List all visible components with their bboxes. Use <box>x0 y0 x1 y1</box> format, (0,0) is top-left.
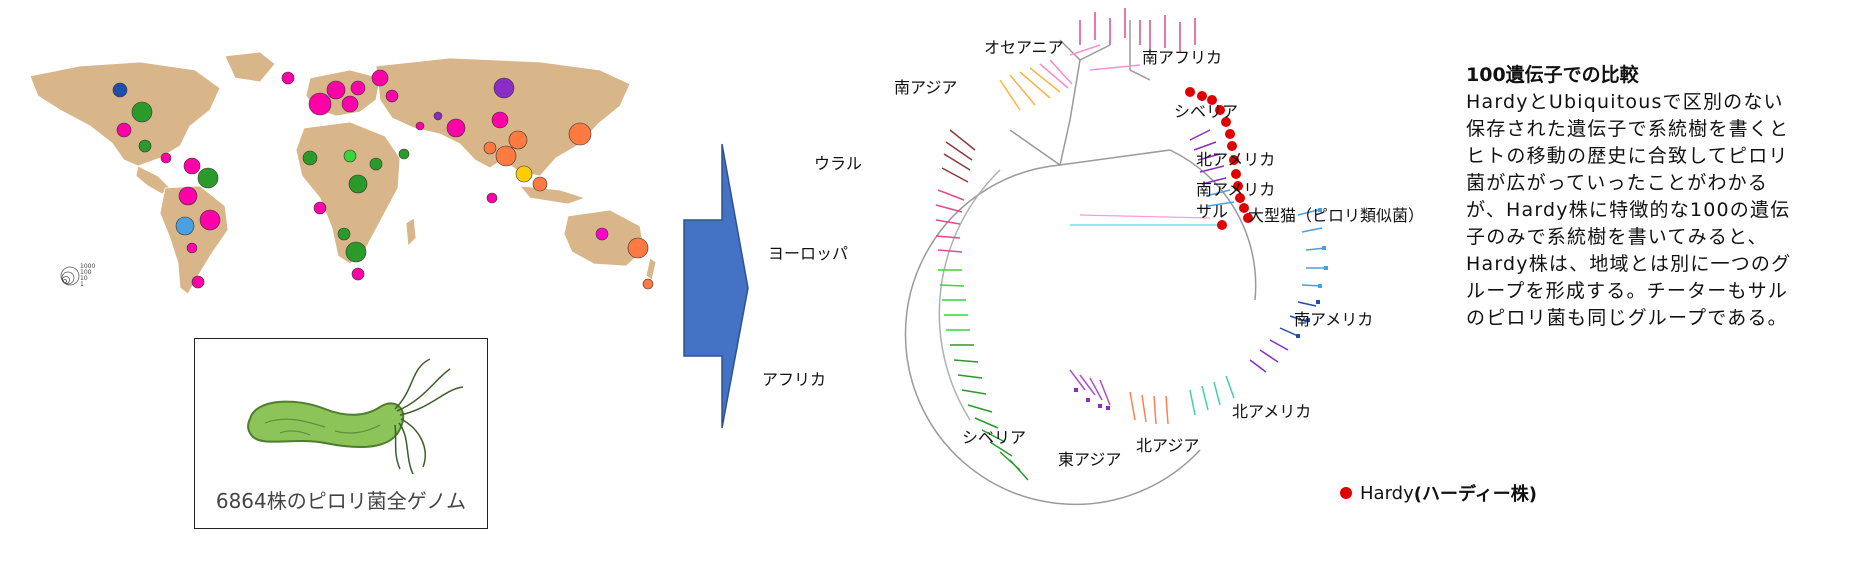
size-legend <box>60 266 80 286</box>
label-east-asia: 東アジア <box>1058 450 1122 469</box>
size-legend-label: 100 <box>80 269 92 276</box>
label-south-america-mid: 南アメリカ <box>1196 180 1276 199</box>
right-arrow-icon <box>683 143 749 429</box>
size-legend-label: 10 <box>80 275 88 282</box>
world-map: 1000 100 10 1 <box>29 51 657 295</box>
label-oceania: オセアニア <box>984 38 1064 57</box>
label-siberia-bottom: シベリア <box>962 428 1027 447</box>
description-title: 100遺伝子での比較 <box>1466 64 1639 86</box>
pie-markers <box>112 69 654 290</box>
label-north-asia: 北アジア <box>1136 436 1200 455</box>
label-big-cat: 大型猫（ピロリ類似菌） <box>1248 206 1425 225</box>
bacterium-caption: 6864株のピロリ菌全ゲノム <box>215 489 467 513</box>
h-pylori-illustration <box>247 358 464 475</box>
description-body: HardyとUbiquitousで区別のない保存された遺伝子で系統樹を書くとヒト… <box>1466 91 1792 329</box>
size-legend-label: 1 <box>80 281 84 288</box>
label-europe: ヨーロッパ <box>768 244 849 263</box>
bacterium-illustration-box: 6864株のピロリ菌全ゲノム <box>194 338 488 529</box>
label-south-africa: 南アフリカ <box>1142 48 1223 67</box>
label-north-america-mid: 北アメリカ <box>1196 150 1276 169</box>
description-panel: 100遺伝子での比較 HardyとUbiquitousで区別のない保存された遺伝… <box>1466 60 1798 332</box>
hardy-marker-icon <box>1340 487 1352 499</box>
label-ural: ウラル <box>814 154 863 173</box>
size-legend-label: 1000 <box>80 263 95 270</box>
label-africa: アフリカ <box>762 370 827 389</box>
label-monkey: サル <box>1196 202 1229 221</box>
label-north-america-bottom: 北アメリカ <box>1232 402 1312 421</box>
label-siberia-top: シベリア <box>1174 102 1239 121</box>
hardy-legend: Hardy (ハーディー株) <box>1340 480 1537 506</box>
hardy-markers <box>1185 87 1253 230</box>
phylogenetic-tree <box>904 8 1328 506</box>
legend-paren: (ハーディー株) <box>1413 484 1537 505</box>
leaf-squares <box>1074 208 1328 410</box>
label-south-asia: 南アジア <box>894 78 958 97</box>
legend-label: Hardy <box>1360 482 1414 504</box>
label-south-america-right: 南アメリカ <box>1294 310 1374 329</box>
